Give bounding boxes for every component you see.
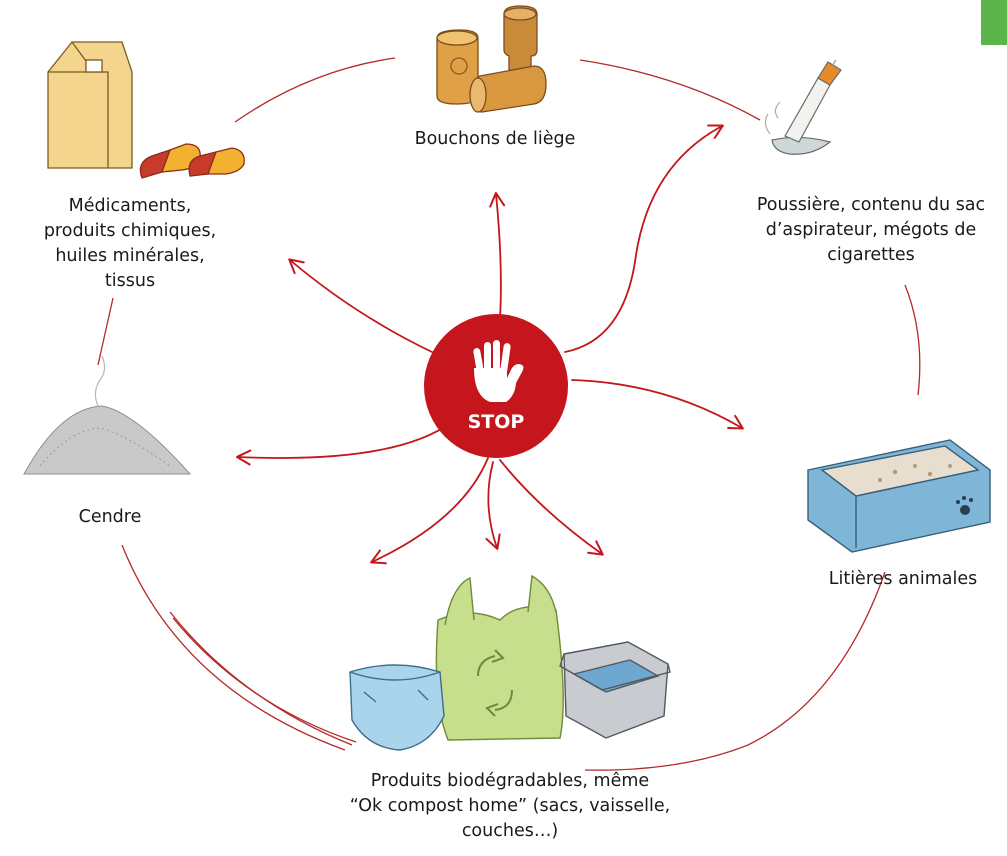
stop-label: STOP — [468, 411, 525, 433]
cycle-arc — [579, 59, 761, 121]
arrow-to-biodegradable-left — [370, 457, 489, 565]
litter-box-icon — [807, 439, 991, 553]
cycle-arc — [121, 544, 346, 751]
cycle-arc — [97, 297, 114, 366]
cycle-arc — [904, 284, 921, 396]
label-ash: Cendre — [78, 507, 142, 527]
arrow-to-biodegradable-right — [499, 459, 604, 556]
arrow-to-ash — [236, 421, 453, 466]
arrow-to-biodegradable-center — [485, 461, 501, 550]
ash-pile-icon — [23, 355, 192, 475]
cycle-arcs — [97, 57, 921, 771]
label-litter: Litières animales — [828, 569, 978, 589]
label-corks: Bouchons de liège — [414, 129, 576, 149]
cycle-arc — [169, 611, 353, 746]
label-medicines: Médicaments, produits chimiques, huiles … — [43, 196, 217, 291]
arrow-to-corks — [489, 192, 506, 319]
arrow-to-dust — [564, 124, 724, 353]
cork-icon — [436, 5, 547, 113]
section-color-tab — [981, 0, 1007, 45]
biodegradable-products-icon — [349, 574, 671, 751]
label-biodegradable: Produits biodégradables, même “Ok compos… — [349, 771, 671, 841]
stop-arrows — [236, 124, 744, 565]
hand-stop-icon — [473, 340, 524, 402]
arrow-to-medicines — [288, 258, 433, 353]
label-dust: Poussière, contenu du sac d’aspirateur, … — [756, 195, 986, 265]
arrow-to-litter — [571, 379, 744, 430]
medicine-chemicals-icon — [47, 41, 245, 179]
cigarette-butt-icon — [764, 59, 842, 155]
cycle-arc — [584, 571, 886, 771]
stop-badge: STOP — [424, 314, 568, 458]
cycle-arc — [172, 617, 357, 743]
cycle-arc — [234, 57, 396, 123]
